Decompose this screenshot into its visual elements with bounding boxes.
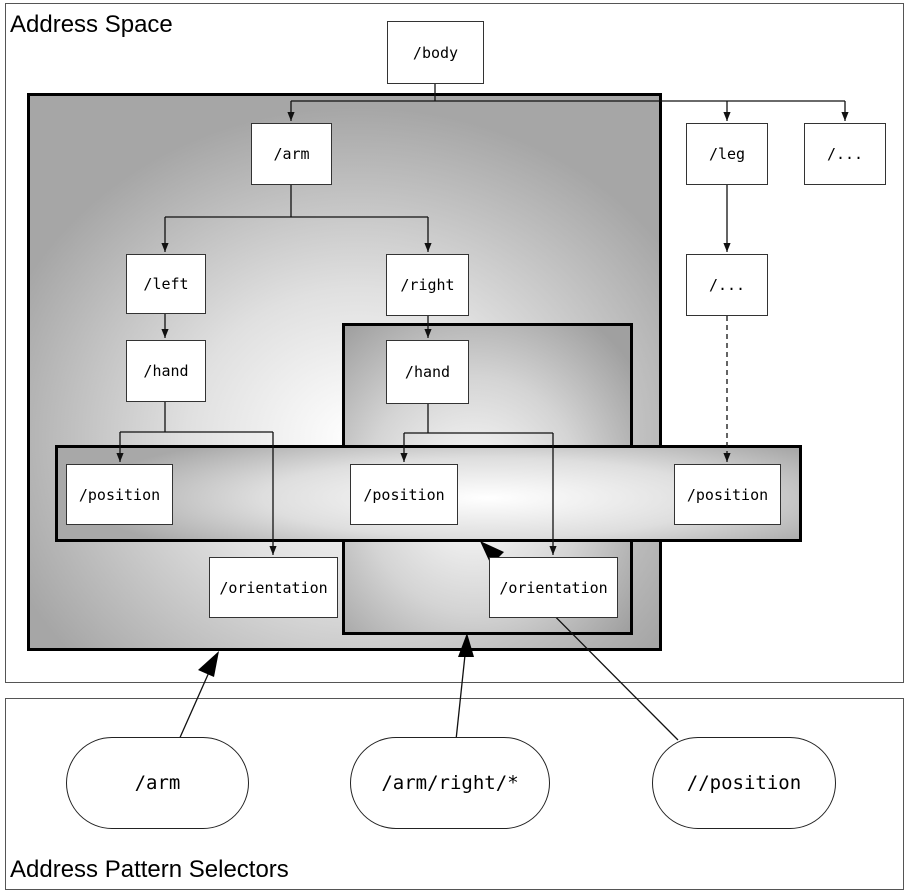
address-space-title: Address Space <box>10 11 173 38</box>
node-left-position: /position <box>66 464 173 525</box>
pointer-arm-selector-head <box>198 651 219 677</box>
node-left-orientation: /orientation <box>209 557 338 618</box>
node-right-hand: /hand <box>386 340 469 404</box>
pointer-arm-right-selector <box>455 654 466 741</box>
node-right: /right <box>386 254 469 316</box>
node-leg: /leg <box>686 123 768 185</box>
node-left: /left <box>126 254 206 314</box>
selector-arm-right: /arm/right/* <box>350 737 550 829</box>
pointer-position-selector-head <box>480 541 504 565</box>
node-right-position: /position <box>350 464 458 525</box>
node-left-hand: /hand <box>126 340 206 402</box>
selectors-title: Address Pattern Selectors <box>10 856 289 883</box>
pointer-arm-right-selector-head <box>458 633 474 657</box>
pointer-arm-selector <box>177 669 211 743</box>
node-arm: /arm <box>251 123 332 185</box>
selector-arm: /arm <box>66 737 249 829</box>
node-body: /body <box>387 21 484 84</box>
node-body-ellipsis: /... <box>804 123 886 185</box>
node-right-orientation: /orientation <box>489 557 618 618</box>
node-leg-position: /position <box>674 464 781 525</box>
selector-position: //position <box>652 737 836 829</box>
node-leg-ellipsis: /... <box>686 254 768 316</box>
